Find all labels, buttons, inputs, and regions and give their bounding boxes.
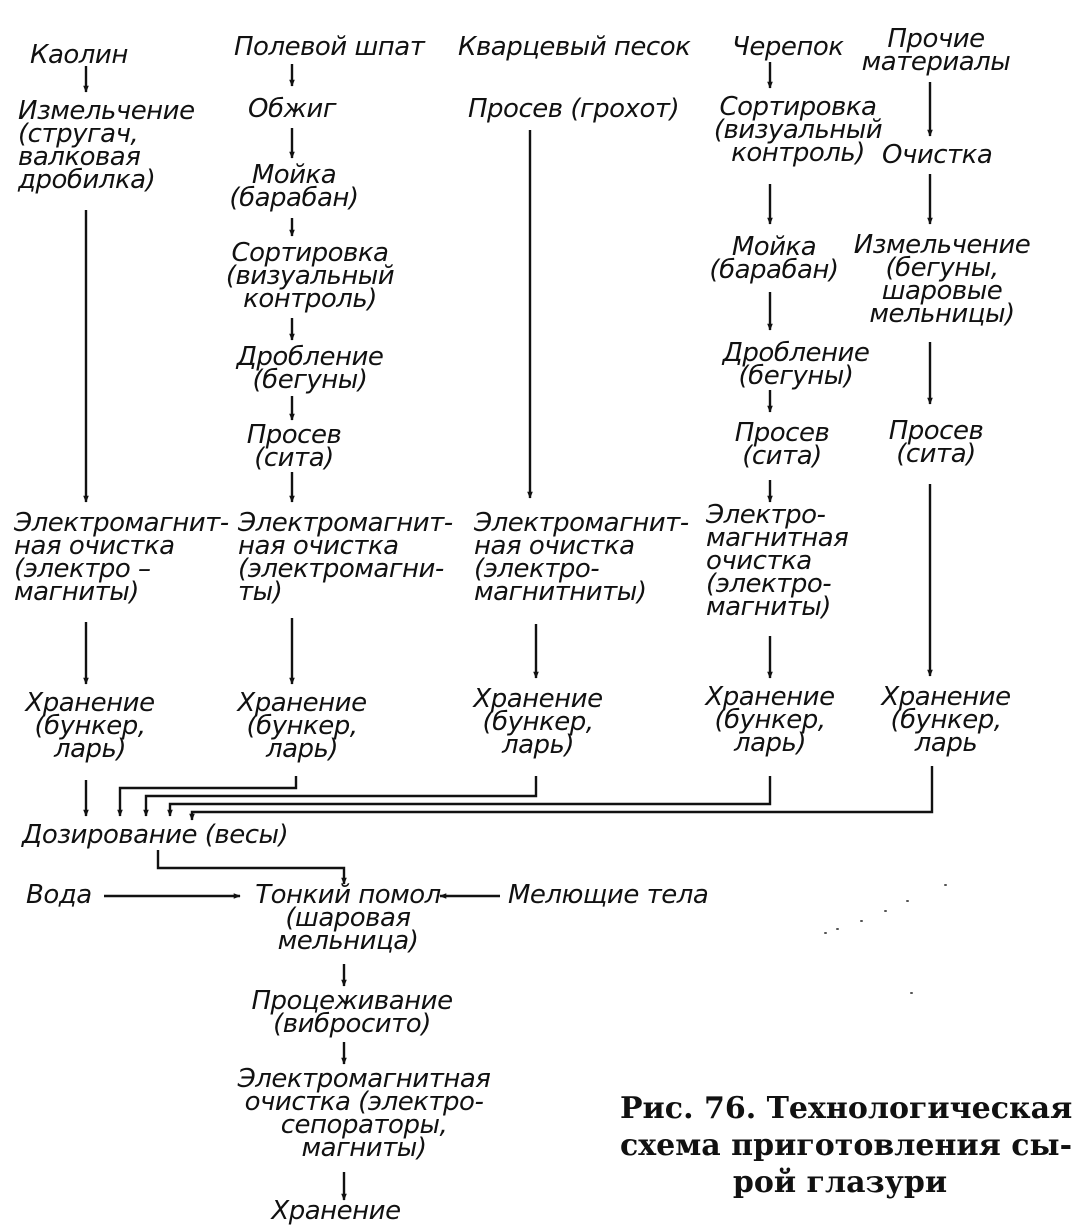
- node-grinding-media: Мелющие тела: [508, 880, 709, 910]
- node-kaolin-emag: Электромагнит- ная очистка (электро – ма…: [14, 508, 229, 607]
- node-quartz-screen: Просев (грохот): [468, 94, 680, 124]
- node-straining: Процеживание (вибросито): [251, 986, 453, 1039]
- node-feldspar-sort: Сортировка (визуальный контроль): [225, 238, 395, 314]
- node-feldspar-crush: Дробление (бегуны): [236, 342, 384, 395]
- node-other: Прочие материалы: [861, 24, 1011, 77]
- scan-speck: [824, 932, 827, 934]
- scan-speck: [836, 928, 839, 930]
- arrow-dosing-to-milling: [156, 850, 347, 885]
- node-feldspar-sieve: Просев (сита): [246, 420, 342, 473]
- node-kaolin: Каолин: [30, 40, 128, 70]
- node-cullet-emag: Электро- магнитная очистка (электро- маг…: [706, 500, 849, 622]
- arrow-feldspar-to-dosing: [117, 776, 298, 817]
- node-cullet-crush: Дробление (бегуны): [722, 338, 870, 391]
- node-feldspar-store: Хранение (бункер, ларь): [237, 688, 367, 764]
- node-cullet: Черепок: [732, 32, 844, 62]
- scan-speck: [884, 910, 887, 912]
- node-kaolin-store: Хранение (бункер, ларь): [25, 688, 155, 764]
- node-final-store: Хранение: [271, 1196, 401, 1226]
- node-cullet-sieve: Просев (сита): [734, 418, 830, 471]
- figure-caption: Рис. 76. Технологическая схема приготовл…: [620, 1091, 1072, 1200]
- node-feldspar: Полевой шпат: [234, 32, 425, 62]
- node-other-sieve: Просев (сита): [888, 416, 984, 469]
- scan-speck: [944, 884, 947, 886]
- node-kaolin-grind: Измельчение (стругач, валковая дробилка): [18, 96, 195, 195]
- node-cullet-store: Хранение (бункер, ларь): [705, 682, 835, 758]
- node-other-store: Хранение (бункер, ларь: [881, 682, 1011, 758]
- node-dosing: Дозирование (весы): [22, 820, 289, 850]
- node-cullet-sort: Сортировка (визуальный контроль): [713, 92, 883, 168]
- node-quartz-emag: Электромагнит- ная очистка (электро- маг…: [474, 508, 689, 607]
- arrow-quartz-to-dosing: [143, 776, 538, 817]
- node-other-grind: Измельчение (бегуны, шаровые мельницы): [853, 230, 1031, 329]
- node-final-emag: Электромагнитная очистка (электро- сепор…: [237, 1064, 491, 1163]
- node-feldspar-wash: Мойка (барабан): [229, 160, 359, 213]
- scan-speck: [906, 900, 909, 902]
- arrow-other-to-dosing: [189, 766, 934, 821]
- node-water: Вода: [26, 880, 92, 910]
- scan-speck: [860, 920, 863, 922]
- node-milling: Тонкий помол (шаровая мельница): [255, 880, 441, 956]
- node-other-clean: Очистка: [882, 140, 993, 170]
- arrow-cullet-to-dosing: [167, 776, 772, 817]
- node-feldspar-fire: Обжиг: [248, 94, 336, 124]
- node-cullet-wash: Мойка (барабан): [709, 232, 839, 285]
- scan-speck: [910, 992, 913, 994]
- node-feldspar-emag: Электромагнит- ная очистка (электромагни…: [238, 508, 453, 607]
- node-quartz-store: Хранение (бункер, ларь): [473, 684, 603, 760]
- node-quartz: Кварцевый песок: [458, 32, 691, 62]
